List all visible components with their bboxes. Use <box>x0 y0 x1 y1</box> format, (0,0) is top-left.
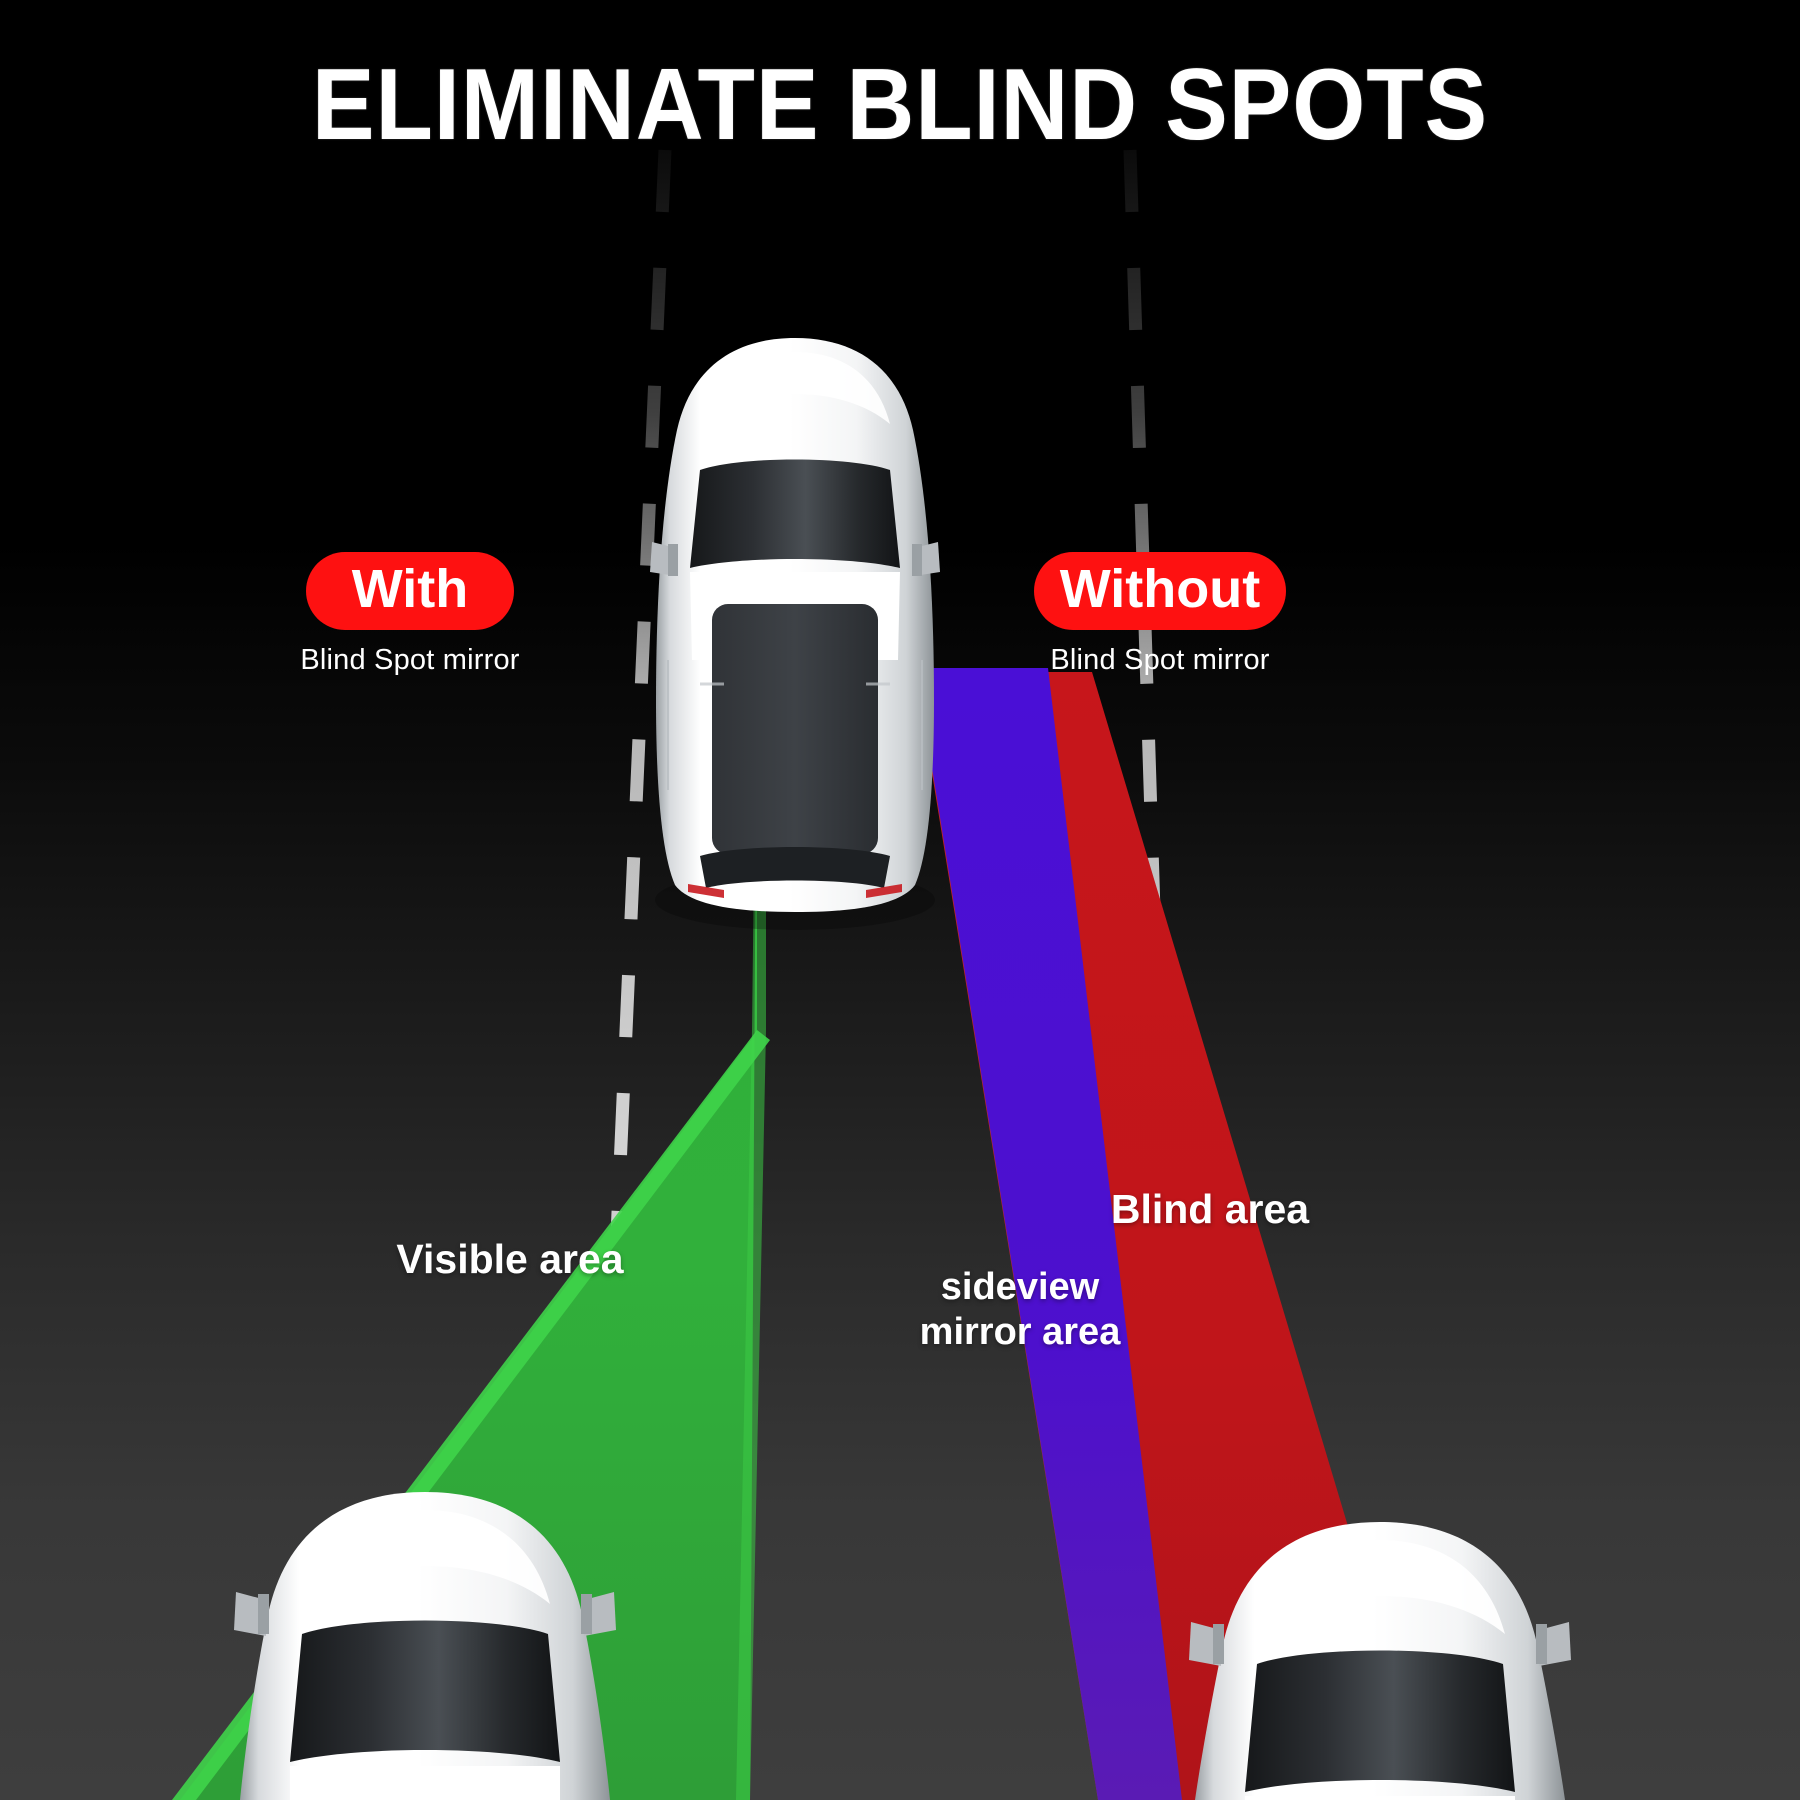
right-lane-dashed-line <box>1123 149 1189 1800</box>
with-badge-caption: Blind Spot mirror <box>300 644 520 677</box>
page-title: ELIMINATE BLIND SPOTS <box>311 49 1489 161</box>
left-lane-dashed-line <box>585 149 672 1800</box>
sideview-mirror-area-label: sideview mirror area <box>919 1266 1121 1353</box>
without-badge: Without <box>1033 552 1287 631</box>
sideview-mirror-cone <box>916 668 1182 1800</box>
without-badge-group: Without Blind Spot mirror <box>990 552 1330 677</box>
blind-area-label: Blind area <box>1110 1186 1310 1232</box>
with-badge-group: With Blind Spot mirror <box>240 552 580 677</box>
with-badge: With <box>305 552 515 631</box>
visible-area-label: Visible area <box>396 1236 624 1282</box>
without-badge-caption: Blind Spot mirror <box>1050 644 1270 677</box>
